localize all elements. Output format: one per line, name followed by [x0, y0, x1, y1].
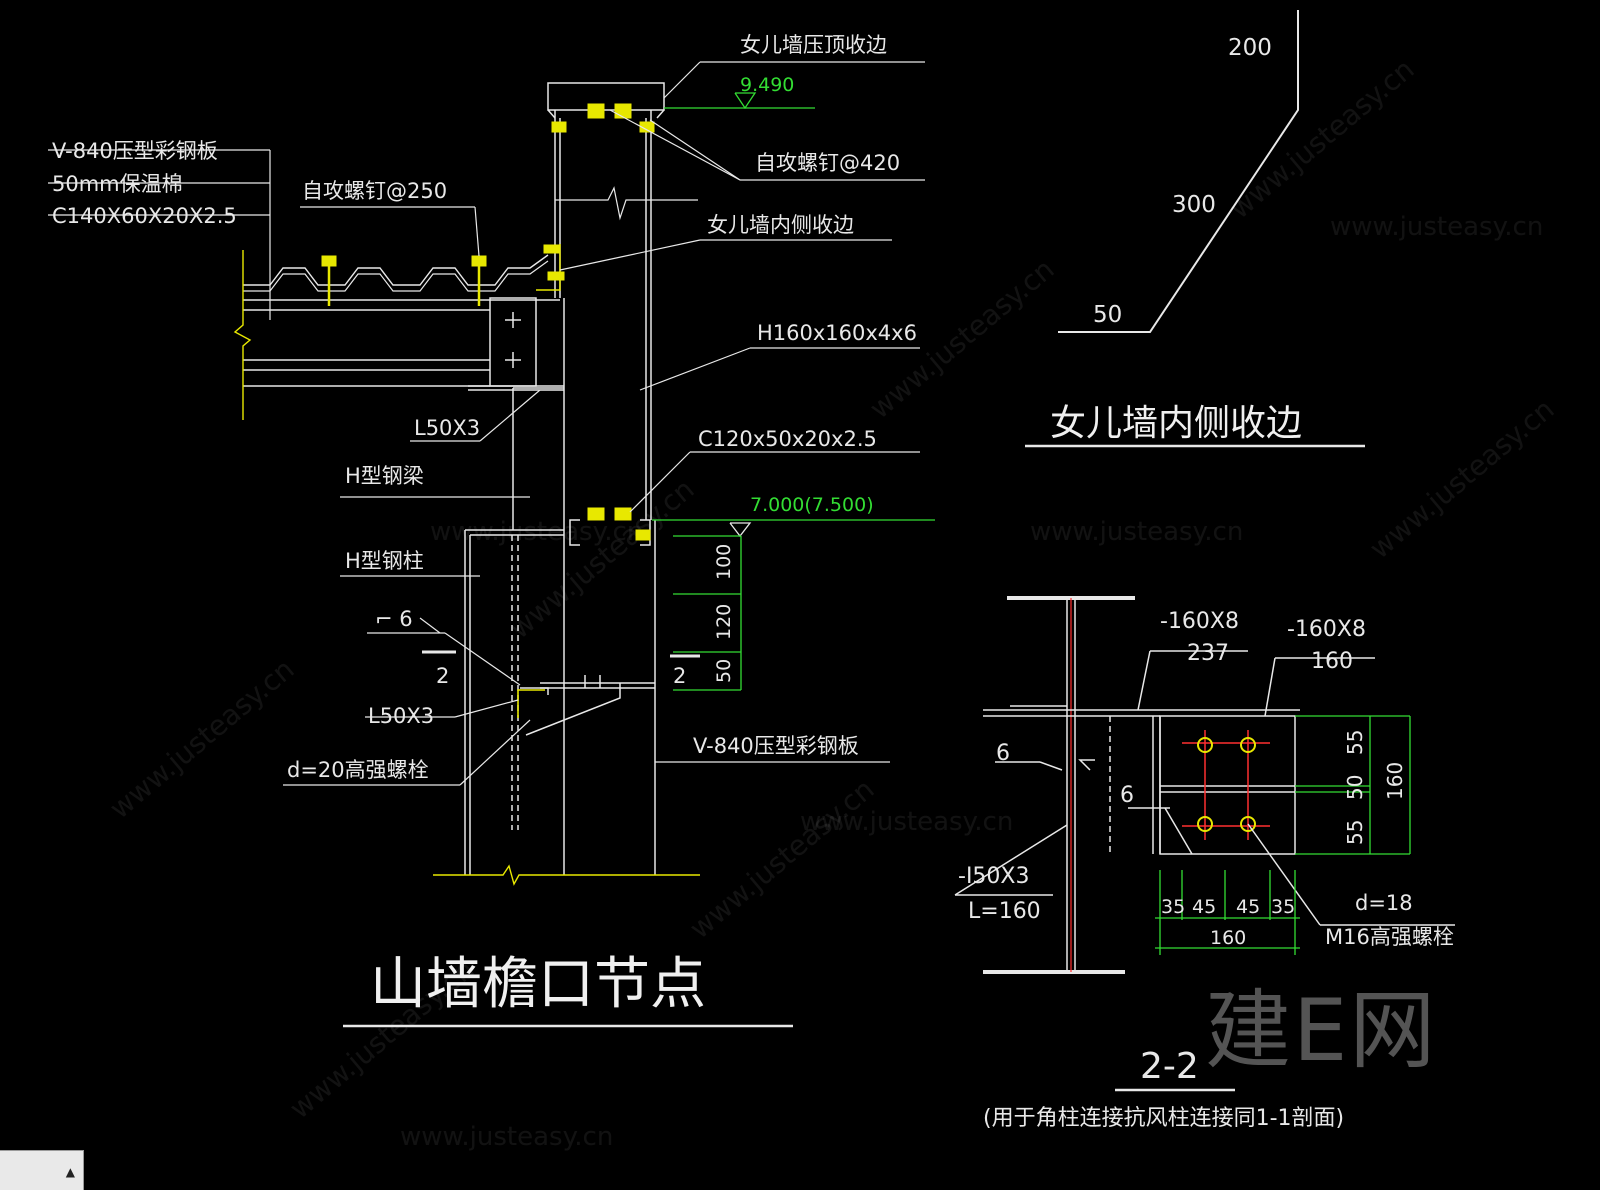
label-angle-bottom: L50X3	[368, 704, 434, 728]
label-purlin: C140X60X20X2.5	[52, 204, 237, 228]
eave-node-detail	[233, 82, 700, 886]
brand-watermark: 建E网	[1205, 981, 1438, 1081]
self-tapping-screw	[587, 103, 605, 119]
bolt-hole	[1197, 816, 1213, 832]
self-tapping-screw	[543, 244, 561, 254]
title-eave-node: 山墙檐口节点	[370, 952, 706, 1017]
self-tapping-screw	[587, 507, 605, 521]
watermark-text: www.justeasy.cn	[400, 1122, 613, 1152]
self-tapping-screw	[551, 121, 567, 133]
leader-lines	[48, 61, 925, 786]
label-elev-mid: 7.000(7.500)	[750, 494, 874, 516]
dim-h-total: 160	[1210, 927, 1246, 949]
watermark-text: www.justeasy.cn	[430, 517, 643, 547]
dim-100: 100	[713, 544, 735, 580]
section-2-2-detail	[954, 596, 1455, 1092]
dim-h-45-b: 45	[1236, 896, 1260, 918]
dim-300: 300	[1172, 192, 1216, 218]
label-bolt: d=20高强螺栓	[287, 758, 429, 782]
label-angle-top: L50X3	[414, 416, 480, 440]
dim-50: 50	[713, 659, 735, 683]
dim-h-45-a: 45	[1192, 896, 1216, 918]
label-plate2-a: -160X8	[1287, 617, 1366, 642]
self-tapping-screw	[614, 507, 632, 521]
bolt-hole	[1197, 737, 1213, 753]
label-c-section: C120x50x20x2.5	[698, 427, 877, 451]
watermark-text: www.justeasy.cn	[1363, 392, 1560, 565]
watermark-text: www.justeasy.cn	[1330, 212, 1543, 242]
section-2-2-labels: -160X8 237 -160X8 160 6 6 -I50X3 L=160 d…	[958, 609, 1454, 1131]
eave-node-labels: 女儿墙压顶收边 9.490 自攻螺钉@420 V-840压型彩钢板 50mm保温…	[52, 33, 917, 1028]
label-insulation: 50mm保温棉	[52, 172, 183, 196]
self-tapping-screw	[639, 121, 655, 133]
label-weld-size: ⌐ 6	[375, 607, 413, 631]
label-self-tap-420: 自攻螺钉@420	[755, 151, 900, 175]
label-parapet-cap: 女儿墙压顶收边	[740, 33, 887, 57]
dim-v-50: 50	[1343, 775, 1367, 800]
scroll-widget[interactable]: ▲	[0, 1150, 84, 1190]
dim-v-55-bottom: 55	[1343, 820, 1367, 845]
dim-h-35-left: 35	[1161, 896, 1185, 918]
watermark-text: www.justeasy.cn	[503, 472, 700, 645]
watermark-text: www.justeasy.cn	[800, 807, 1013, 837]
title-parapet-inner: 女儿墙内侧收边	[1050, 403, 1302, 444]
elevation-marks	[652, 92, 935, 691]
dim-50: 50	[1093, 302, 1122, 328]
watermark-text: www.justeasy.cn	[1223, 52, 1420, 225]
label-section-mark: 2	[673, 664, 686, 688]
label-weld2: 6	[1120, 783, 1134, 808]
label-h-section: H160x160x4x6	[757, 321, 917, 345]
dim-120: 120	[713, 604, 735, 640]
watermark-text: www.justeasy.cn	[103, 652, 300, 825]
label-weld-note: 2	[436, 664, 449, 688]
watermark-text: www.justeasy.cn	[683, 772, 880, 945]
label-stiffener-b: L=160	[968, 899, 1041, 924]
label-self-tap-250: 自攻螺钉@250	[302, 179, 447, 203]
title-section-2-2: 2-2	[1140, 1046, 1199, 1087]
self-tapping-screw	[547, 271, 565, 281]
self-tapping-screw	[471, 255, 487, 267]
label-roof-panel: V-840压型彩钢板	[52, 139, 218, 163]
label-wall-panel: V-840压型彩钢板	[693, 734, 859, 758]
dim-h-35-right: 35	[1271, 896, 1295, 918]
watermark-text: www.justeasy.cn	[1030, 517, 1243, 547]
label-bolt-d: d=18	[1355, 891, 1413, 915]
dim-v-total: 160	[1383, 762, 1407, 800]
self-tapping-screw	[614, 103, 632, 119]
note-section-2-2: (用于角柱连接抗风柱连接同1-1剖面)	[983, 1106, 1344, 1131]
label-stiffener-a: -I50X3	[958, 864, 1030, 889]
bolt-hole	[1240, 737, 1256, 753]
label-h-column: H型钢柱	[345, 549, 424, 573]
label-plate2-b: 160	[1311, 649, 1353, 674]
label-bolt-spec: M16高强螺栓	[1325, 925, 1454, 949]
parapet-cap	[547, 82, 665, 111]
bolt-hole	[1240, 816, 1256, 832]
label-parapet-inner: 女儿墙内侧收边	[707, 213, 854, 237]
label-h-beam: H型钢梁	[345, 464, 424, 488]
label-plate1-a: -160X8	[1160, 609, 1239, 634]
label-plate1-b: 237	[1187, 641, 1229, 666]
label-weld1: 6	[996, 741, 1010, 766]
dim-v-55-top: 55	[1343, 730, 1367, 755]
self-tapping-screw	[635, 529, 651, 541]
parapet-inner-flashing-detail: 200 300 50 女儿墙内侧收边	[1025, 10, 1365, 448]
self-tapping-screw	[321, 255, 337, 267]
dim-200: 200	[1228, 35, 1272, 61]
scroll-up-icon[interactable]: ▲	[65, 1165, 75, 1179]
label-elev-top: 9.490	[740, 74, 794, 96]
